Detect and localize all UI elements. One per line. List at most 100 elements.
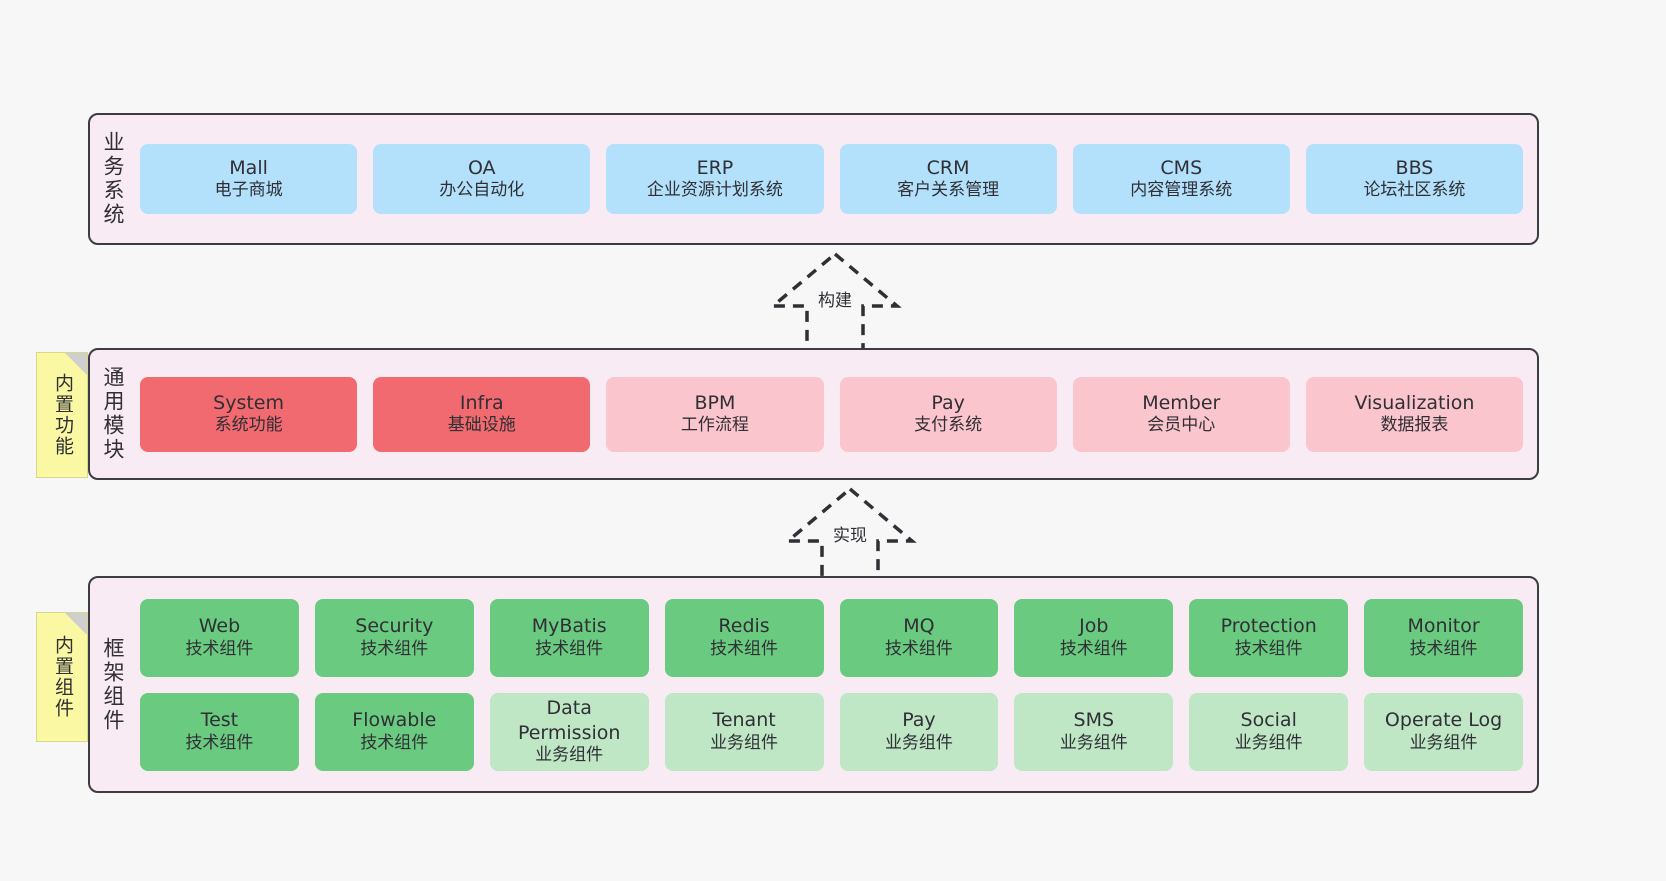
card-title: Infra — [459, 391, 504, 414]
card-title: Test — [200, 709, 239, 732]
card-title: Tenant — [712, 709, 776, 732]
layer-title-framework-components: 框架组件 — [101, 636, 126, 733]
card-visualization[interactable]: Visualization 数据报表 — [1305, 376, 1524, 452]
card-title: Security — [355, 615, 434, 638]
card-subtitle: 企业资源计划系统 — [646, 180, 783, 201]
card-flowable[interactable]: Flowable 技术组件 — [314, 692, 474, 771]
card-subtitle: 技术组件 — [1059, 638, 1128, 659]
card-subtitle: 业务组件 — [1059, 732, 1128, 753]
card-bbs[interactable]: BBS 论坛社区系统 — [1305, 144, 1524, 214]
layer-title-business-system: 业务系统 — [101, 131, 126, 227]
card-mq[interactable]: MQ 技术组件 — [839, 598, 999, 677]
card-security[interactable]: Security 技术组件 — [314, 598, 474, 677]
card-subtitle: 技术组件 — [884, 638, 953, 659]
card-subtitle: 客户关系管理 — [897, 180, 1000, 201]
dashed-arrow-icon — [768, 251, 902, 354]
card-row: Web 技术组件 Security 技术组件 MyBatis 技术组件 Redi… — [140, 598, 1523, 677]
layer-body-framework-components: Web 技术组件 Security 技术组件 MyBatis 技术组件 Redi… — [136, 578, 1537, 791]
card-data-permission[interactable]: Data Permission 业务组件 — [489, 692, 649, 771]
folded-corner-icon — [65, 613, 87, 635]
card-title: Data Permission — [517, 697, 621, 744]
card-monitor[interactable]: Monitor 技术组件 — [1364, 598, 1523, 677]
card-title: Monitor — [1407, 615, 1480, 638]
card-title: Pay — [931, 391, 965, 414]
layer-title-common-modules: 通用模块 — [101, 366, 126, 462]
card-title: Redis — [718, 615, 770, 638]
card-subtitle: 业务组件 — [1234, 732, 1303, 753]
card-title: Pay — [902, 709, 936, 732]
card-title: BBS — [1395, 156, 1434, 179]
card-title: Protection — [1220, 615, 1317, 638]
card-subtitle: 技术组件 — [360, 638, 429, 659]
card-title: Job — [1079, 615, 1109, 638]
card-subtitle: 技术组件 — [185, 638, 254, 659]
card-subtitle: 内容管理系统 — [1130, 180, 1233, 201]
card-mybatis[interactable]: MyBatis 技术组件 — [489, 598, 649, 677]
card-system[interactable]: System 系统功能 — [140, 376, 358, 452]
card-pay[interactable]: Pay 支付系统 — [839, 376, 1057, 452]
layer-body-common-modules: System 系统功能 Infra 基础设施 BPM 工作流程 Pay 支付系统… — [136, 350, 1537, 478]
card-title: Social — [1240, 709, 1297, 732]
card-subtitle: 基础设施 — [447, 415, 516, 436]
note-builtin-component: 内置组件 — [36, 612, 88, 742]
card-redis[interactable]: Redis 技术组件 — [664, 598, 824, 677]
card-title: Visualization — [1354, 391, 1475, 414]
card-title: Member — [1142, 391, 1221, 414]
card-title: Mall — [229, 156, 268, 179]
card-subtitle: 工作流程 — [680, 415, 749, 436]
card-title: ERP — [696, 156, 734, 179]
card-sms[interactable]: SMS 业务组件 — [1014, 692, 1174, 771]
card-title: Flowable — [352, 709, 437, 732]
card-row: Test 技术组件 Flowable 技术组件 Data Permission … — [140, 692, 1523, 771]
card-infra[interactable]: Infra 基础设施 — [373, 376, 591, 452]
card-pay-business[interactable]: Pay 业务组件 — [839, 692, 999, 771]
note-text: 内置组件 — [51, 635, 74, 719]
card-operate-log[interactable]: Operate Log 业务组件 — [1364, 692, 1523, 771]
card-title: BPM — [694, 391, 736, 414]
card-cms[interactable]: CMS 内容管理系统 — [1072, 144, 1290, 214]
card-row: Mall 电子商城 OA 办公自动化 ERP 企业资源计划系统 CRM 客户关系… — [140, 144, 1524, 214]
card-row: System 系统功能 Infra 基础设施 BPM 工作流程 Pay 支付系统… — [140, 376, 1524, 452]
card-subtitle: 技术组件 — [710, 638, 779, 659]
card-protection[interactable]: Protection 技术组件 — [1189, 598, 1349, 677]
layer-business-system: 业务系统 Mall 电子商城 OA 办公自动化 ERP 企业资源计划系统 CRM… — [88, 113, 1539, 245]
dashed-arrow-icon — [783, 486, 917, 589]
card-subtitle: 业务组件 — [884, 732, 953, 753]
connector-build: 构建 — [745, 248, 925, 358]
card-subtitle: 论坛社区系统 — [1363, 180, 1466, 201]
card-bpm[interactable]: BPM 工作流程 — [606, 376, 824, 452]
card-subtitle: 技术组件 — [535, 638, 604, 659]
card-test[interactable]: Test 技术组件 — [140, 692, 299, 771]
card-title: Web — [198, 615, 241, 638]
card-social[interactable]: Social 业务组件 — [1189, 692, 1349, 771]
card-subtitle: 技术组件 — [360, 732, 429, 753]
card-subtitle: 业务组件 — [1409, 732, 1478, 753]
note-text: 内置功能 — [51, 373, 74, 457]
layer-body-business-system: Mall 电子商城 OA 办公自动化 ERP 企业资源计划系统 CRM 客户关系… — [136, 115, 1537, 243]
card-subtitle: 业务组件 — [710, 732, 779, 753]
card-subtitle: 技术组件 — [185, 732, 254, 753]
card-subtitle: 支付系统 — [914, 415, 983, 436]
card-oa[interactable]: OA 办公自动化 — [373, 144, 591, 214]
card-subtitle: 办公自动化 — [439, 180, 525, 201]
card-subtitle: 技术组件 — [1409, 638, 1478, 659]
card-mall[interactable]: Mall 电子商城 — [140, 144, 358, 214]
card-subtitle: 数据报表 — [1380, 415, 1449, 436]
card-member[interactable]: Member 会员中心 — [1072, 376, 1290, 452]
card-job[interactable]: Job 技术组件 — [1014, 598, 1174, 677]
card-erp[interactable]: ERP 企业资源计划系统 — [606, 144, 824, 214]
card-subtitle: 会员中心 — [1147, 415, 1216, 436]
card-subtitle: 业务组件 — [535, 744, 604, 765]
layer-common-modules: 通用模块 System 系统功能 Infra 基础设施 BPM 工作流程 Pay… — [88, 348, 1539, 480]
card-crm[interactable]: CRM 客户关系管理 — [839, 144, 1057, 214]
card-subtitle: 电子商城 — [214, 180, 283, 201]
card-title: OA — [467, 156, 496, 179]
card-title: MQ — [903, 615, 935, 638]
folded-corner-icon — [65, 353, 87, 375]
card-tenant[interactable]: Tenant 业务组件 — [664, 692, 824, 771]
card-subtitle: 系统功能 — [214, 415, 283, 436]
card-title: CMS — [1160, 156, 1203, 179]
card-web[interactable]: Web 技术组件 — [140, 598, 299, 677]
card-title: MyBatis — [531, 615, 607, 638]
